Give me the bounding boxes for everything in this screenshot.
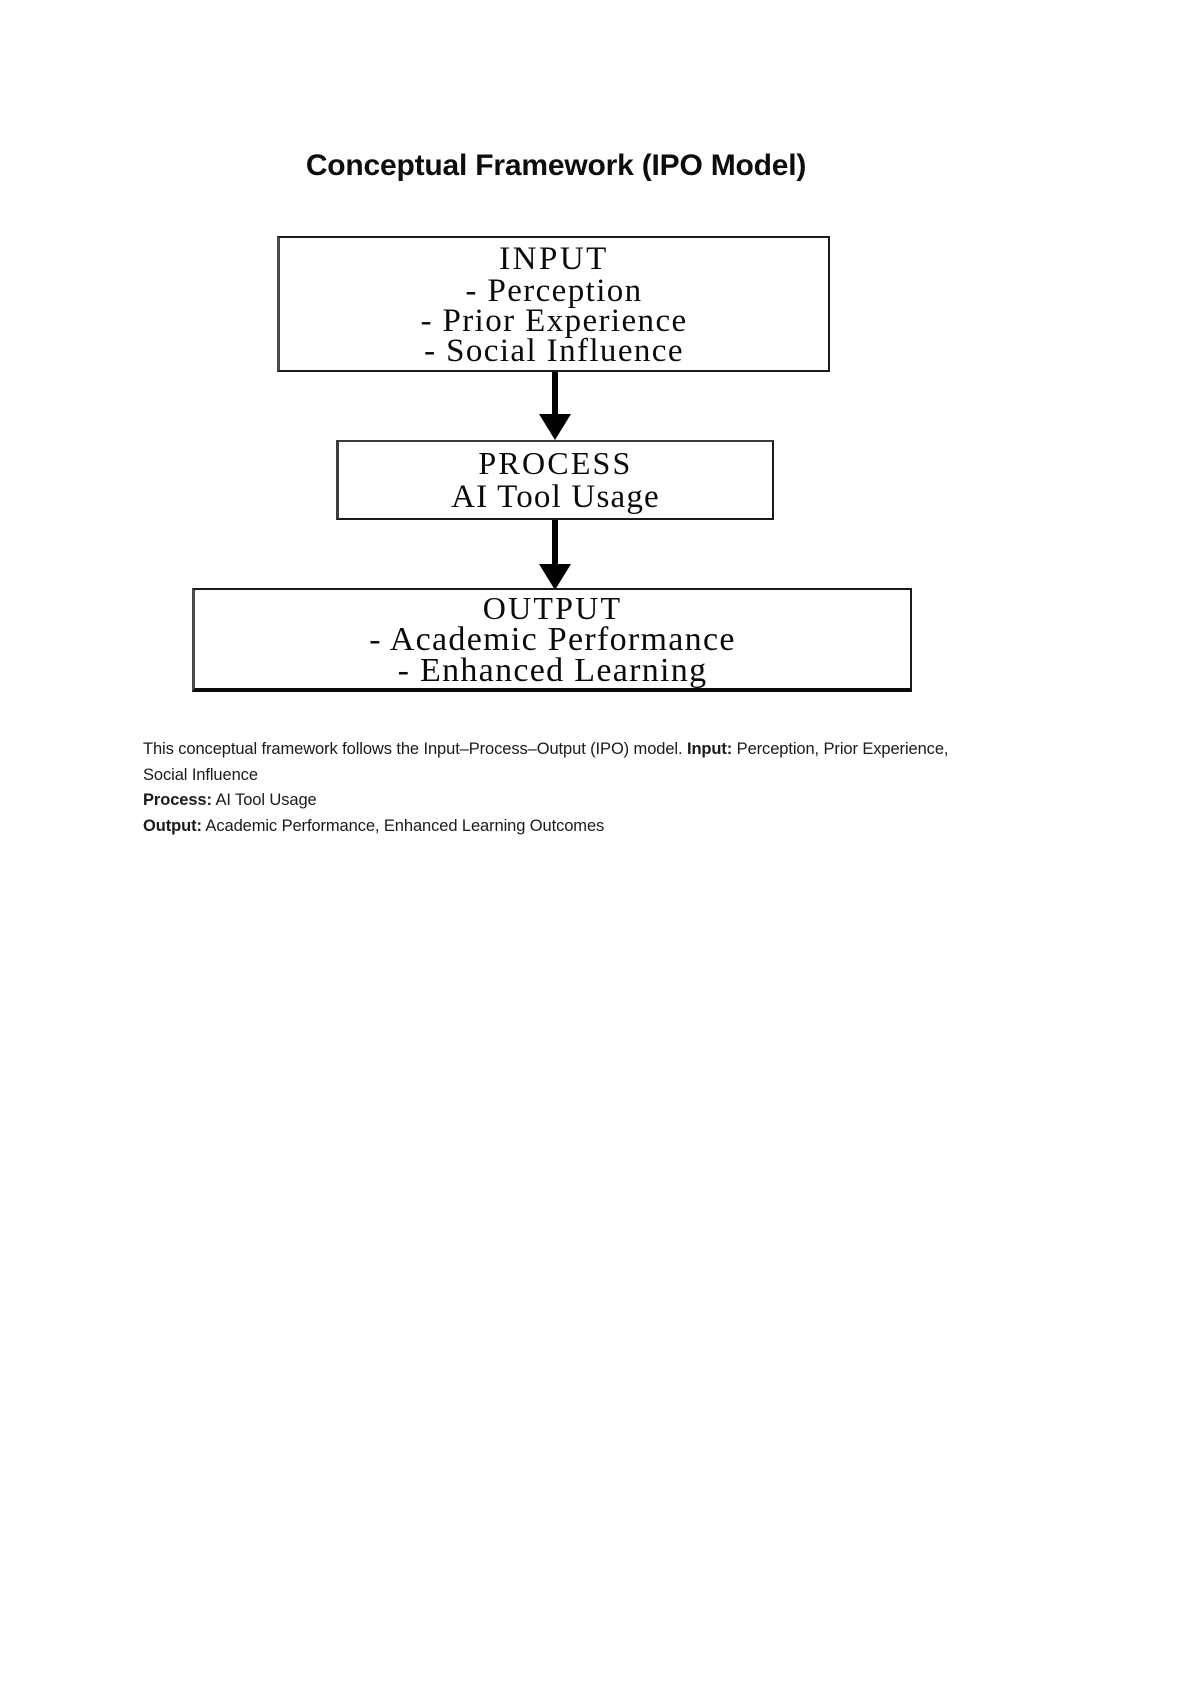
flowchart-box-output[interactable]: OUTPUT - Academic Performance - Enhanced… bbox=[192, 588, 912, 692]
caption-label-process: Process: bbox=[143, 791, 212, 809]
caption-label-input: Input: bbox=[686, 740, 733, 758]
box-input-item-prior-experience: - Prior Experience bbox=[420, 302, 688, 339]
caption-line-1: This conceptual framework follows the In… bbox=[143, 737, 973, 788]
flowchart-box-input[interactable]: INPUT - Perception - Prior Experience - … bbox=[277, 236, 830, 372]
flowchart-box-process[interactable]: PROCESS AI Tool Usage bbox=[336, 440, 774, 520]
box-output-item-academic-performance: - Academic Performance bbox=[369, 621, 736, 658]
caption-value-input: Perception, Prior Experience, Social Inf… bbox=[143, 740, 949, 784]
caption-intro-text: This conceptual framework follows the In… bbox=[143, 740, 687, 758]
box-input-item-social-influence: - Social Influence bbox=[424, 332, 684, 369]
arrow-process-to-output-icon bbox=[534, 520, 576, 597]
page-title: Conceptual Framework (IPO Model) bbox=[305, 149, 807, 182]
caption-line-3: Output: Academic Performance, Enhanced L… bbox=[143, 814, 973, 840]
caption-value-process: AI Tool Usage bbox=[211, 791, 317, 809]
arrow-input-to-process-icon bbox=[534, 372, 576, 447]
caption-label-output: Output: bbox=[143, 816, 202, 835]
box-input-heading: INPUT bbox=[499, 240, 609, 277]
ipo-flowchart: INPUT - Perception - Prior Experience - … bbox=[0, 0, 1200, 720]
caption-block: This conceptual framework follows the In… bbox=[143, 737, 973, 839]
caption-value-output: Academic Performance, Enhanced Learning … bbox=[201, 816, 605, 835]
box-process-item-ai-tool-usage: AI Tool Usage bbox=[451, 478, 660, 515]
box-input-item-perception: - Perception bbox=[465, 272, 643, 309]
box-output-item-enhanced-learning: - Enhanced Learning bbox=[397, 652, 708, 689]
caption-line-2: Process: AI Tool Usage bbox=[143, 788, 973, 814]
box-output-heading: OUTPUT bbox=[482, 590, 623, 626]
box-process-heading: PROCESS bbox=[478, 444, 633, 481]
